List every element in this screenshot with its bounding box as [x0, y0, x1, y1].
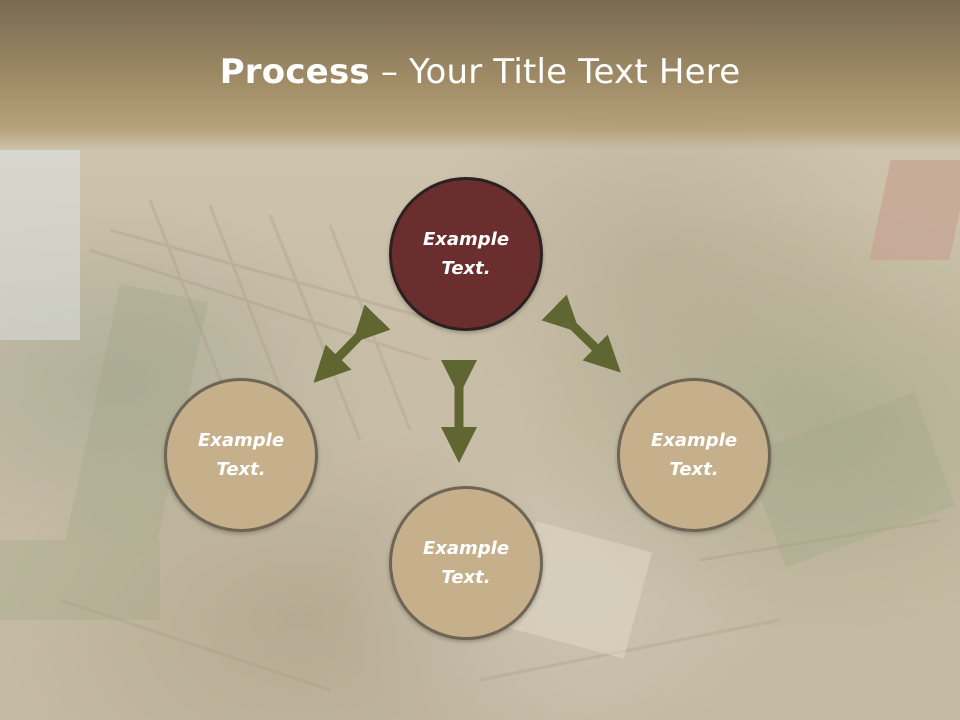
process-node-right: Example Text.: [617, 378, 771, 532]
slide-title-bold: Process: [219, 52, 370, 92]
title-bar: Process – Your Title Text Here: [0, 0, 960, 150]
background-sky: [0, 150, 80, 340]
slide-title-rest: – Your Title Text Here: [369, 52, 741, 92]
node-label: Example Text.: [422, 229, 510, 279]
node-label: Example Text.: [197, 430, 285, 480]
node-label: Example Text.: [422, 538, 510, 588]
connector-top-left-arrow: [313, 304, 391, 383]
node-label: Example Text.: [650, 430, 738, 480]
process-node-top: Example Text.: [389, 177, 543, 331]
connector-top-right-arrow: [541, 294, 621, 373]
slide-title: Process – Your Title Text Here: [0, 52, 960, 92]
process-node-left: Example Text.: [164, 378, 318, 532]
process-node-bottom: Example Text.: [389, 486, 543, 640]
